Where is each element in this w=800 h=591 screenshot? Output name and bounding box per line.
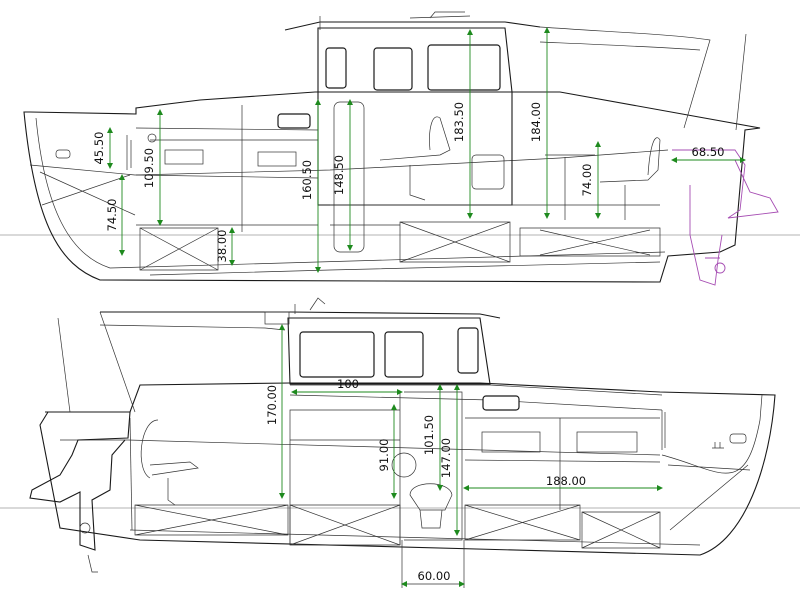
upper-galley bbox=[135, 105, 319, 232]
lower-window-1 bbox=[299, 331, 375, 378]
upper-porthole bbox=[277, 113, 311, 129]
dim-label-183-50: 183.50 bbox=[452, 102, 466, 142]
upper-dimensions: 45.50 74.50 109.50 38.00 160.50 148.50 1… bbox=[92, 27, 746, 273]
dim-label-170-00: 170.00 bbox=[265, 385, 279, 425]
dim-label-60-00: 60.00 bbox=[418, 569, 451, 583]
dim-label-74-50: 74.50 bbox=[105, 199, 119, 232]
upper-gauge bbox=[147, 133, 157, 143]
lower-hull-outline bbox=[39, 382, 776, 556]
dim-label-74-00: 74.00 bbox=[580, 164, 594, 197]
lower-window-2 bbox=[384, 331, 424, 378]
dim-label-101-50: 101.50 bbox=[422, 415, 436, 455]
lower-motor-prop bbox=[79, 522, 91, 534]
lower-window-3 bbox=[457, 327, 479, 374]
upper-outboard-motor bbox=[672, 149, 779, 286]
dim-label-45-50: 45.50 bbox=[92, 132, 106, 165]
upper-cabin-roof bbox=[284, 21, 541, 31]
upper-hull-inner bbox=[35, 117, 666, 269]
lower-keel-line bbox=[129, 529, 701, 546]
upper-bow-cleat bbox=[126, 135, 132, 170]
upper-boat-profile bbox=[0, 11, 800, 286]
lower-outboard-motor bbox=[29, 411, 131, 551]
upper-window-3 bbox=[325, 47, 347, 89]
lower-porthole bbox=[482, 395, 520, 411]
lower-sink-1 bbox=[481, 431, 541, 453]
lower-bow-hatch bbox=[729, 433, 747, 444]
upper-sheer-line bbox=[29, 149, 669, 176]
lower-hull-inner bbox=[60, 394, 763, 474]
lower-helm-seat bbox=[140, 419, 199, 506]
upper-bow-hatch bbox=[55, 149, 71, 159]
lower-canopy bbox=[99, 311, 286, 413]
lower-roof-box bbox=[264, 311, 290, 325]
lower-head-compartment bbox=[404, 391, 463, 541]
upper-bow-x bbox=[39, 171, 136, 216]
upper-sink-1 bbox=[164, 149, 204, 165]
lower-bow-cleat bbox=[712, 442, 724, 449]
dim-label-100: 100 bbox=[337, 377, 359, 391]
lower-antenna bbox=[57, 317, 71, 413]
upper-roof-rail bbox=[409, 11, 471, 19]
upper-aft-seat bbox=[599, 137, 661, 220]
upper-storage-x bbox=[139, 221, 661, 271]
dim-label-148-50: 148.50 bbox=[332, 155, 346, 195]
dim-label-109-50: 109.50 bbox=[142, 148, 156, 188]
lower-motor-skeg bbox=[87, 554, 98, 573]
lower-door bbox=[661, 410, 666, 450]
lower-boat-profile bbox=[0, 297, 800, 573]
lower-storage-x bbox=[134, 464, 751, 549]
upper-helm-seat bbox=[379, 116, 451, 201]
dim-label-68-50: 68.50 bbox=[692, 145, 725, 159]
lower-toilet-tank bbox=[391, 452, 417, 478]
lower-sink-2 bbox=[576, 431, 638, 453]
lower-galley bbox=[464, 417, 661, 510]
dim-label-38-00: 38.00 bbox=[215, 230, 229, 263]
upper-sink-2 bbox=[257, 151, 297, 167]
lower-cabin-outline bbox=[287, 317, 491, 385]
dim-label-184-00: 184.00 bbox=[529, 102, 543, 142]
lower-cabin-roof bbox=[100, 311, 501, 319]
lower-toilet bbox=[409, 483, 453, 529]
dim-label-91-00: 91.00 bbox=[377, 439, 391, 472]
lower-roof-vent bbox=[309, 297, 326, 311]
lower-dimensions: 100 170.00 91.00 101.50 147.00 188.00 60… bbox=[265, 324, 663, 588]
upper-table bbox=[545, 154, 595, 220]
upper-antenna bbox=[735, 33, 747, 131]
upper-bunk bbox=[330, 204, 660, 226]
lower-aft-box bbox=[129, 417, 133, 531]
dim-label-188-00: 188.00 bbox=[546, 474, 586, 488]
upper-window-2 bbox=[427, 44, 501, 91]
upper-window-1 bbox=[373, 47, 413, 91]
upper-motor-prop bbox=[714, 262, 726, 274]
upper-dash-box bbox=[471, 154, 505, 190]
dim-label-160-50: 160.50 bbox=[300, 160, 314, 200]
upper-hull-outline bbox=[23, 91, 761, 283]
upper-keel bbox=[149, 261, 661, 276]
dim-label-147-00: 147.00 bbox=[439, 438, 453, 478]
upper-canopy bbox=[539, 26, 711, 129]
